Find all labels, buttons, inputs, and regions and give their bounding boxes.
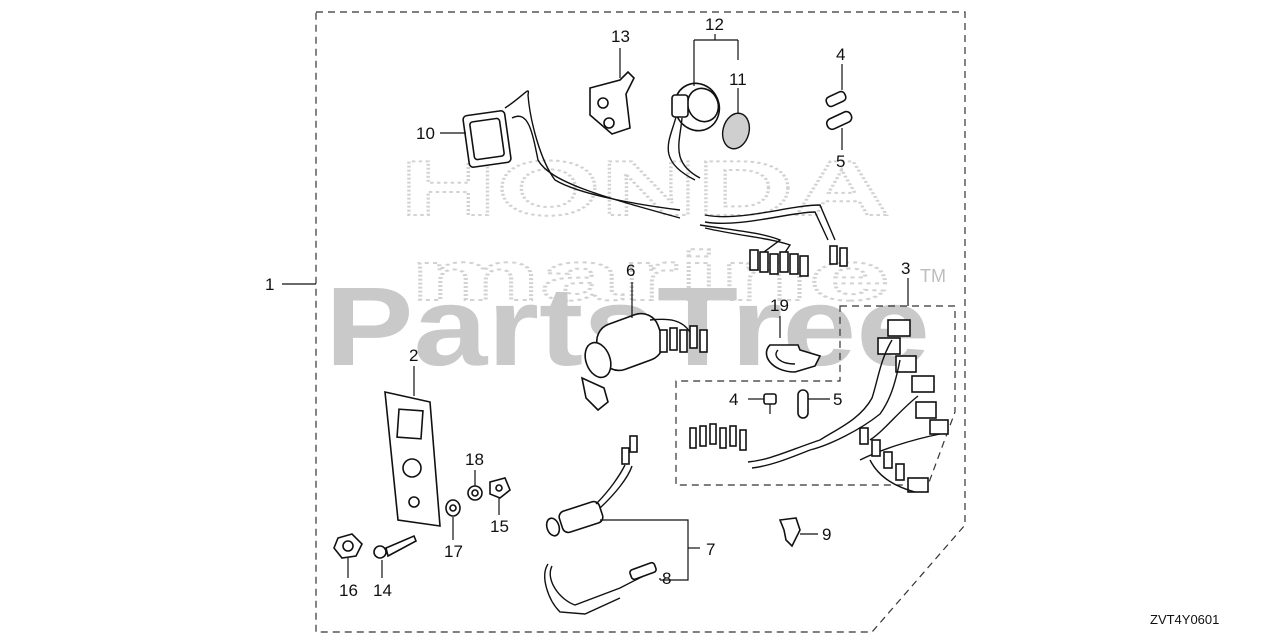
harness-outline: [675, 305, 956, 486]
callout-label-5a: 5: [836, 152, 845, 171]
part-16-nut: 16: [333, 533, 363, 600]
part-5-sleeve-top: 5: [825, 110, 853, 171]
callout-label-3: 3: [901, 259, 910, 278]
part-6-key-switch: 6: [580, 261, 708, 412]
kit-outline: [315, 11, 966, 633]
watermark-trademark: TM: [920, 266, 946, 286]
callout-1: 1: [265, 275, 316, 294]
part-13-bracket: 13: [589, 27, 635, 135]
callout-label-4b: 4: [729, 390, 738, 409]
callout-label-14: 14: [373, 581, 392, 600]
part-18-washer: 18: [465, 450, 484, 501]
part-4-screw-top: 4: [825, 45, 847, 108]
callout-label-1: 1: [265, 275, 274, 294]
callout-label-16: 16: [339, 581, 358, 600]
callout-label-17: 17: [444, 542, 463, 561]
part-3-harness: 3: [689, 259, 949, 493]
callout-label-13: 13: [611, 27, 630, 46]
callout-label-9: 9: [822, 525, 831, 544]
part-9-clip: 9: [778, 517, 831, 548]
part-17-washer: 17: [444, 499, 463, 561]
watermark: HONDA marine PartsTree TM: [325, 143, 946, 389]
callout-label-5b: 5: [833, 390, 842, 409]
part-8-lanyard: 8: [544, 561, 671, 615]
part-12-gauge: 12: [667, 15, 739, 181]
callout-label-19: 19: [770, 296, 789, 315]
part-15-nut: 15: [489, 477, 511, 536]
callout-label-8: 8: [662, 569, 671, 588]
part-7-stop-switch: 7: [545, 435, 715, 581]
callout-label-11: 11: [729, 70, 747, 89]
part-11-cover: 11: [721, 70, 751, 150]
part-4-screw-lower: 4: [729, 390, 777, 414]
callout-label-2: 2: [409, 346, 418, 365]
part-5-sleeve-lower: 5: [797, 389, 842, 419]
part-10-switch: 10: [416, 90, 836, 241]
part-2-plate: 2: [384, 346, 441, 527]
callout-label-7: 7: [706, 540, 715, 559]
callout-label-18: 18: [465, 450, 484, 469]
part-connectors-top: [699, 224, 848, 277]
diagram-code: ZVT4Y0601: [1150, 612, 1219, 627]
watermark-background-bottom: marine: [410, 237, 890, 315]
callout-label-6: 6: [626, 261, 635, 280]
callout-label-15: 15: [490, 517, 509, 536]
part-14-bolt: 14: [373, 534, 418, 600]
part-19-clamp: 19: [765, 296, 822, 373]
callout-label-12: 12: [705, 15, 724, 34]
callout-label-10: 10: [416, 124, 435, 143]
callout-label-4a: 4: [836, 45, 845, 64]
